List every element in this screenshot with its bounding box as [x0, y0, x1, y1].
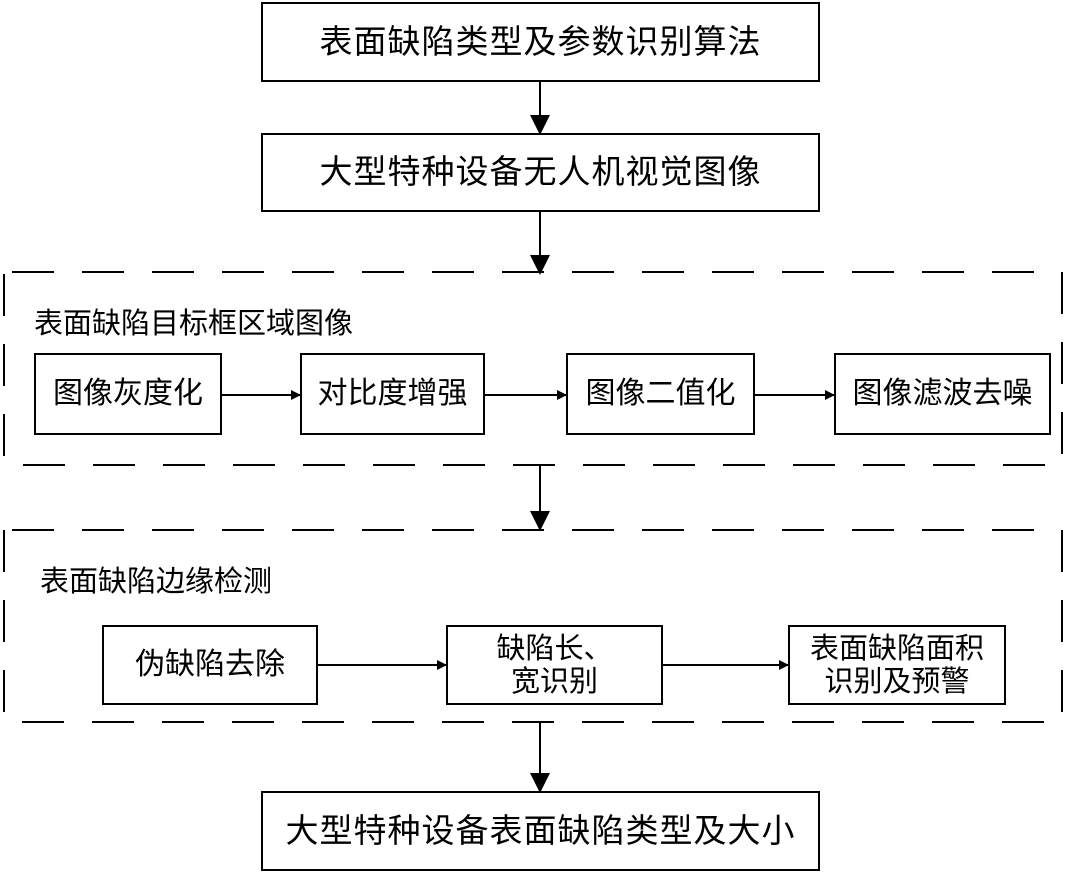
grayscale-box: 图像灰度化	[34, 353, 222, 435]
area-line-1: 表面缺陷面积	[809, 630, 984, 665]
area-box: 表面缺陷面积 识别及预警	[788, 625, 1006, 705]
roi-group-title: 表面缺陷目标框区域图像	[34, 306, 354, 340]
contrast-label: 对比度增强	[317, 376, 468, 412]
pseudo-removal-box: 伪缺陷去除	[102, 625, 318, 705]
result-box: 大型特种设备表面缺陷类型及大小	[261, 791, 820, 871]
length-width-line-1: 缺陷长、	[496, 630, 613, 665]
area-line-2: 识别及预警	[824, 664, 970, 698]
algorithm-box: 表面缺陷类型及参数识别算法	[261, 2, 820, 82]
length-width-box: 缺陷长、 宽识别	[446, 625, 663, 705]
grayscale-label: 图像灰度化	[53, 376, 203, 412]
contrast-box: 对比度增强	[300, 353, 485, 435]
algorithm-label: 表面缺陷类型及参数识别算法	[319, 21, 762, 61]
result-label: 大型特种设备表面缺陷类型及大小	[285, 810, 796, 850]
binarize-box: 图像二值化	[566, 353, 755, 435]
denoise-label: 图像滤波去噪	[852, 376, 1033, 412]
uav-image-label: 大型特种设备无人机视觉图像	[319, 152, 762, 192]
area-label: 表面缺陷面积 识别及预警	[809, 630, 984, 699]
roi-group-frame	[3, 271, 1063, 466]
denoise-box: 图像滤波去噪	[834, 353, 1051, 435]
length-width-label: 缺陷长、 宽识别	[496, 630, 613, 699]
uav-image-box: 大型特种设备无人机视觉图像	[261, 133, 820, 212]
edge-group-title: 表面缺陷边缘检测	[40, 564, 273, 598]
length-width-line-2: 宽识别	[510, 664, 598, 698]
edge-group-frame	[3, 529, 1063, 723]
binarize-label: 图像二值化	[585, 376, 736, 412]
pseudo-removal-label: 伪缺陷去除	[135, 647, 285, 683]
